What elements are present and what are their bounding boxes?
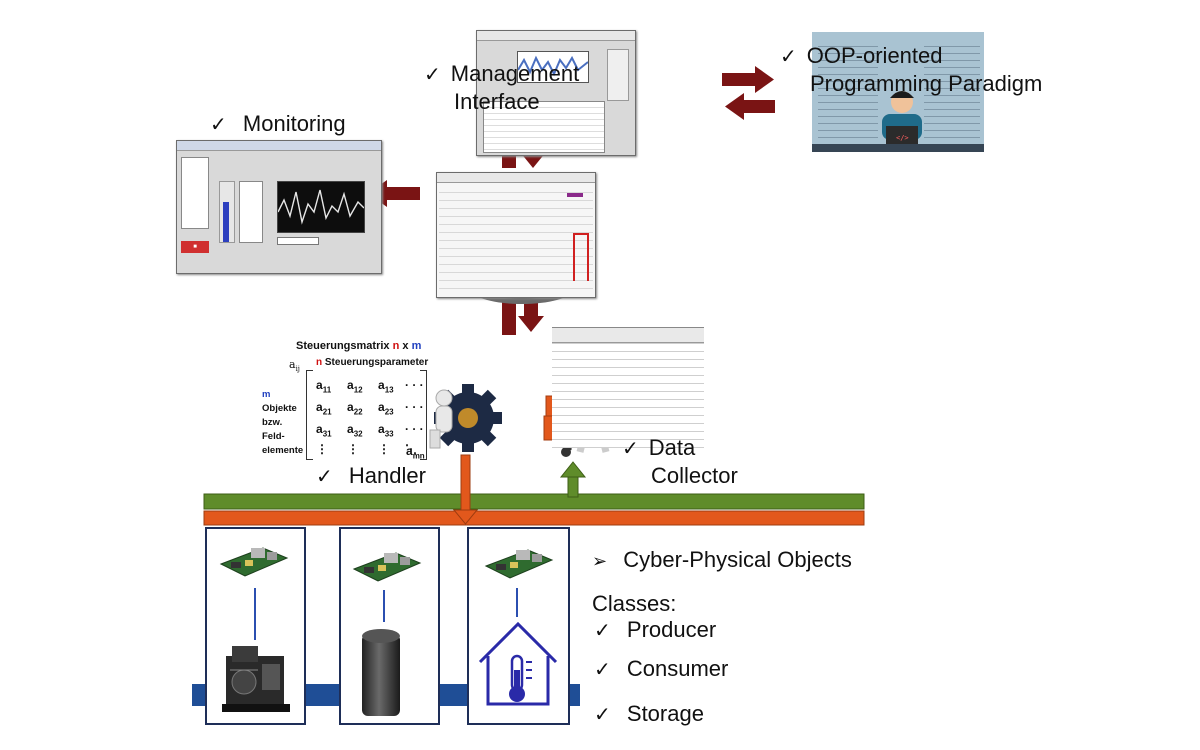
oop-label-line2: Programming Paradigm (810, 71, 1043, 96)
matrix-cell: a33 (378, 422, 394, 439)
matrix-cell-subscript: 11 (322, 385, 332, 395)
engine-icon (222, 646, 290, 712)
matrix-cell-subscript: 21 (322, 407, 332, 417)
matrix-side-line: bzw. (262, 417, 283, 428)
matrix-cell-subscript: 13 (384, 385, 394, 395)
green-bus-line (203, 493, 865, 510)
collector-data-table (552, 327, 704, 448)
matrix-vdots: ⋮ (347, 442, 359, 456)
matrix-cell-subscript: mn (412, 451, 425, 461)
data-collector-line1: Data (648, 435, 696, 460)
house-thermometer-icon (478, 621, 558, 706)
matrix-vdots: ⋮ (378, 442, 390, 456)
matrix-cell-subscript: 32 (353, 429, 363, 439)
gear-person-icon (429, 389, 453, 449)
collector-up-arrow (559, 461, 587, 498)
data-collector-line2: Collector (651, 463, 738, 488)
class-storage-text: Storage (626, 701, 704, 726)
handler-label: Handler (316, 462, 426, 490)
matrix-cell: a32 (347, 422, 363, 439)
matrix-title-word: Steuerungsmatrix (296, 340, 390, 352)
matrix-side-label: m Objekte bzw. Feld- elemente (262, 388, 303, 458)
cpo-label-text: Cyber-Physical Objects (623, 547, 852, 572)
management-label-line1: Management (450, 61, 580, 86)
matrix-cell-last: amn (406, 444, 425, 461)
class-producer-text: Producer (626, 617, 717, 642)
raspberry-pi-board-icon (219, 547, 289, 577)
monitoring-label: Monitoring (210, 110, 346, 138)
matrix-title-m: m (411, 340, 422, 352)
oop-label: OOP-oriented Programming Paradigm (780, 42, 1043, 98)
matrix-cell: a23 (378, 400, 394, 417)
matrix-cell-subscript: 12 (353, 385, 363, 395)
class-consumer: Consumer (594, 655, 728, 683)
class-consumer-text: Consumer (626, 656, 729, 681)
handler-label-text: Handler (348, 463, 426, 488)
monitoring-label-text: Monitoring (242, 111, 346, 136)
matrix-cell: a22 (347, 400, 363, 417)
matrix-cell: a13 (378, 378, 394, 395)
matrix-bracket-right (420, 370, 427, 460)
management-interface-label: Management Interface (424, 60, 579, 116)
matrix-cell: a12 (347, 378, 363, 395)
svg-text:</>: </> (896, 134, 909, 142)
matrix-param-text: Steuerungsparameter (324, 357, 429, 368)
raspberry-pi-board-icon (484, 549, 554, 579)
orange-bus-line (203, 510, 865, 526)
class-producer: Producer (594, 616, 716, 644)
oop-label-line1: OOP-oriented (806, 43, 943, 68)
matrix-ddots: ⋱ (405, 442, 417, 456)
class-storage: Storage (594, 700, 704, 728)
classes-title: Classes: (592, 591, 677, 616)
handler-down-arrow (452, 454, 479, 525)
matrix-element-symbol: aij (289, 358, 300, 373)
person-laptop-icon: </> (882, 91, 922, 146)
matrix-side-m: m (262, 389, 271, 400)
matrix-param-label: n Steuerungsparameter (316, 357, 428, 368)
matrix-cell-subscript: 31 (322, 429, 332, 439)
matrix-ellipsis: · · · (405, 378, 424, 392)
matrix-aij: a (289, 358, 296, 371)
matrix-cell-subscript: 33 (384, 429, 394, 439)
matrix-cell-subscript: 23 (384, 407, 394, 417)
matrix-cell: a11 (316, 378, 332, 395)
matrix-cells: a11 a12 a13 · · · a21 a22 a23 · · · a31 … (316, 378, 424, 460)
matrix-ellipsis: · · · (405, 422, 424, 436)
storage-tank-icon (362, 629, 400, 716)
cyber-physical-objects-label: Cyber-Physical Objects (592, 546, 852, 576)
database-table-screenshot (436, 172, 596, 298)
data-collector-label: Data Collector (622, 434, 738, 490)
matrix-cell: a31 (316, 422, 332, 439)
matrix-cell-subscript: 22 (353, 407, 363, 417)
matrix-aij-sub: ij (295, 365, 300, 374)
matrix-ellipsis: · · · (405, 400, 424, 414)
matrix-side-line: Feld- (262, 431, 285, 442)
oop-exchange-arrows (722, 66, 775, 120)
matrix-side-line: Objekte (262, 403, 297, 414)
matrix-bracket-left (306, 370, 313, 460)
monitoring-screenshot: ■ (176, 140, 382, 274)
matrix-vdots: ⋮ (316, 442, 328, 456)
matrix-cell: a21 (316, 400, 332, 417)
matrix-title: Steuerungsmatrix n x m (296, 340, 421, 352)
raspberry-pi-board-icon (352, 552, 422, 582)
matrix-side-line: elemente (262, 445, 304, 456)
matrix-param-n: n (316, 357, 323, 368)
management-label-line2: Interface (454, 89, 540, 114)
matrix-title-n: n (392, 340, 400, 352)
matrix-title-x: x (402, 340, 409, 352)
